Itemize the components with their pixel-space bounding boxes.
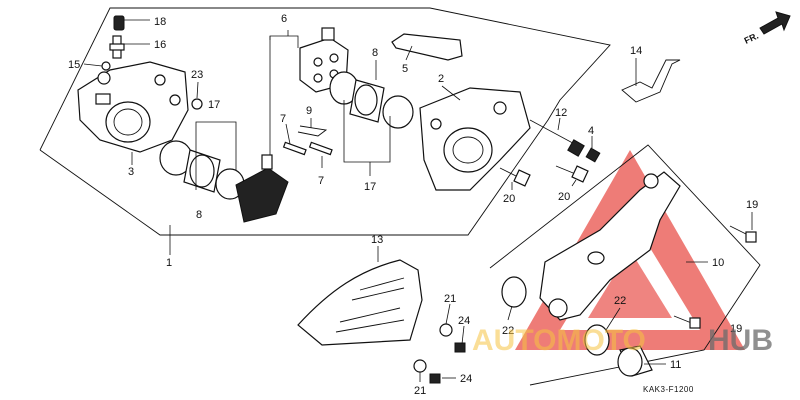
label-12: 12 bbox=[555, 107, 567, 119]
cover-fasteners bbox=[413, 323, 466, 384]
piston-right bbox=[329, 71, 414, 129]
label-20-right: 20 bbox=[558, 191, 570, 203]
bracket-seals bbox=[501, 276, 653, 377]
brake-pad-left bbox=[235, 154, 289, 223]
caliper-body-left bbox=[77, 61, 189, 153]
pad-shim bbox=[391, 33, 463, 61]
label-1: 1 bbox=[166, 257, 172, 269]
label-7-bottom: 7 bbox=[318, 175, 324, 187]
disc-cover bbox=[297, 259, 423, 346]
caliper-bracket bbox=[539, 171, 681, 321]
part-23-ring bbox=[191, 98, 203, 110]
label-11: 11 bbox=[670, 359, 681, 371]
label-17-right: 17 bbox=[364, 181, 376, 193]
label-21-top: 21 bbox=[444, 293, 456, 305]
label-15: 15 bbox=[68, 59, 80, 71]
label-20-left: 20 bbox=[503, 193, 515, 205]
leader-lines bbox=[83, 19, 753, 382]
watermark-hub: HUB bbox=[708, 324, 773, 357]
watermark-automoto: AUTOMOTO bbox=[472, 324, 646, 357]
bracket-bolts bbox=[673, 225, 757, 329]
label-23: 23 bbox=[191, 69, 203, 81]
label-10: 10 bbox=[712, 257, 724, 269]
label-22-right: 22 bbox=[614, 295, 626, 307]
pad-pins bbox=[282, 125, 333, 156]
front-direction-arrow: FR. bbox=[743, 11, 791, 46]
label-21-bottom: 21 bbox=[414, 385, 426, 397]
svg-text:FR.: FR. bbox=[743, 31, 760, 46]
label-24-bottom: 24 bbox=[460, 373, 472, 385]
mounting-bolts bbox=[499, 165, 589, 187]
label-2: 2 bbox=[438, 73, 444, 85]
watermark-text: AUTOMOTO HUB bbox=[472, 324, 773, 357]
label-7-top: 7 bbox=[280, 113, 286, 125]
label-18: 18 bbox=[154, 16, 166, 28]
part-15-plug bbox=[101, 61, 111, 71]
piston-left bbox=[159, 140, 245, 200]
assembly-boundary bbox=[39, 7, 611, 236]
label-16: 16 bbox=[154, 39, 166, 51]
label-22-left: 22 bbox=[502, 325, 514, 337]
label-24-top: 24 bbox=[458, 315, 470, 327]
label-6: 6 bbox=[281, 13, 287, 25]
label-14: 14 bbox=[630, 45, 642, 57]
label-4: 4 bbox=[588, 125, 594, 137]
bleed-screw bbox=[109, 15, 125, 59]
label-9: 9 bbox=[306, 105, 312, 117]
caliper-body-right bbox=[419, 87, 531, 191]
label-19-bottom: 19 bbox=[730, 323, 742, 335]
drawing-code: KAK3-F1200 bbox=[643, 385, 694, 394]
label-19-top: 19 bbox=[746, 199, 758, 211]
caliper-spring bbox=[621, 59, 681, 103]
slide-bolt bbox=[529, 119, 601, 163]
part-labels: 18 16 15 23 17 3 8 6 7 9 7 8 5 17 2 12 4… bbox=[68, 13, 758, 397]
label-3: 3 bbox=[128, 166, 134, 178]
label-17-left: 17 bbox=[208, 99, 220, 111]
label-8-right: 8 bbox=[372, 47, 378, 59]
label-5: 5 bbox=[402, 63, 408, 75]
label-13: 13 bbox=[371, 234, 383, 246]
label-8-left: 8 bbox=[196, 209, 202, 221]
